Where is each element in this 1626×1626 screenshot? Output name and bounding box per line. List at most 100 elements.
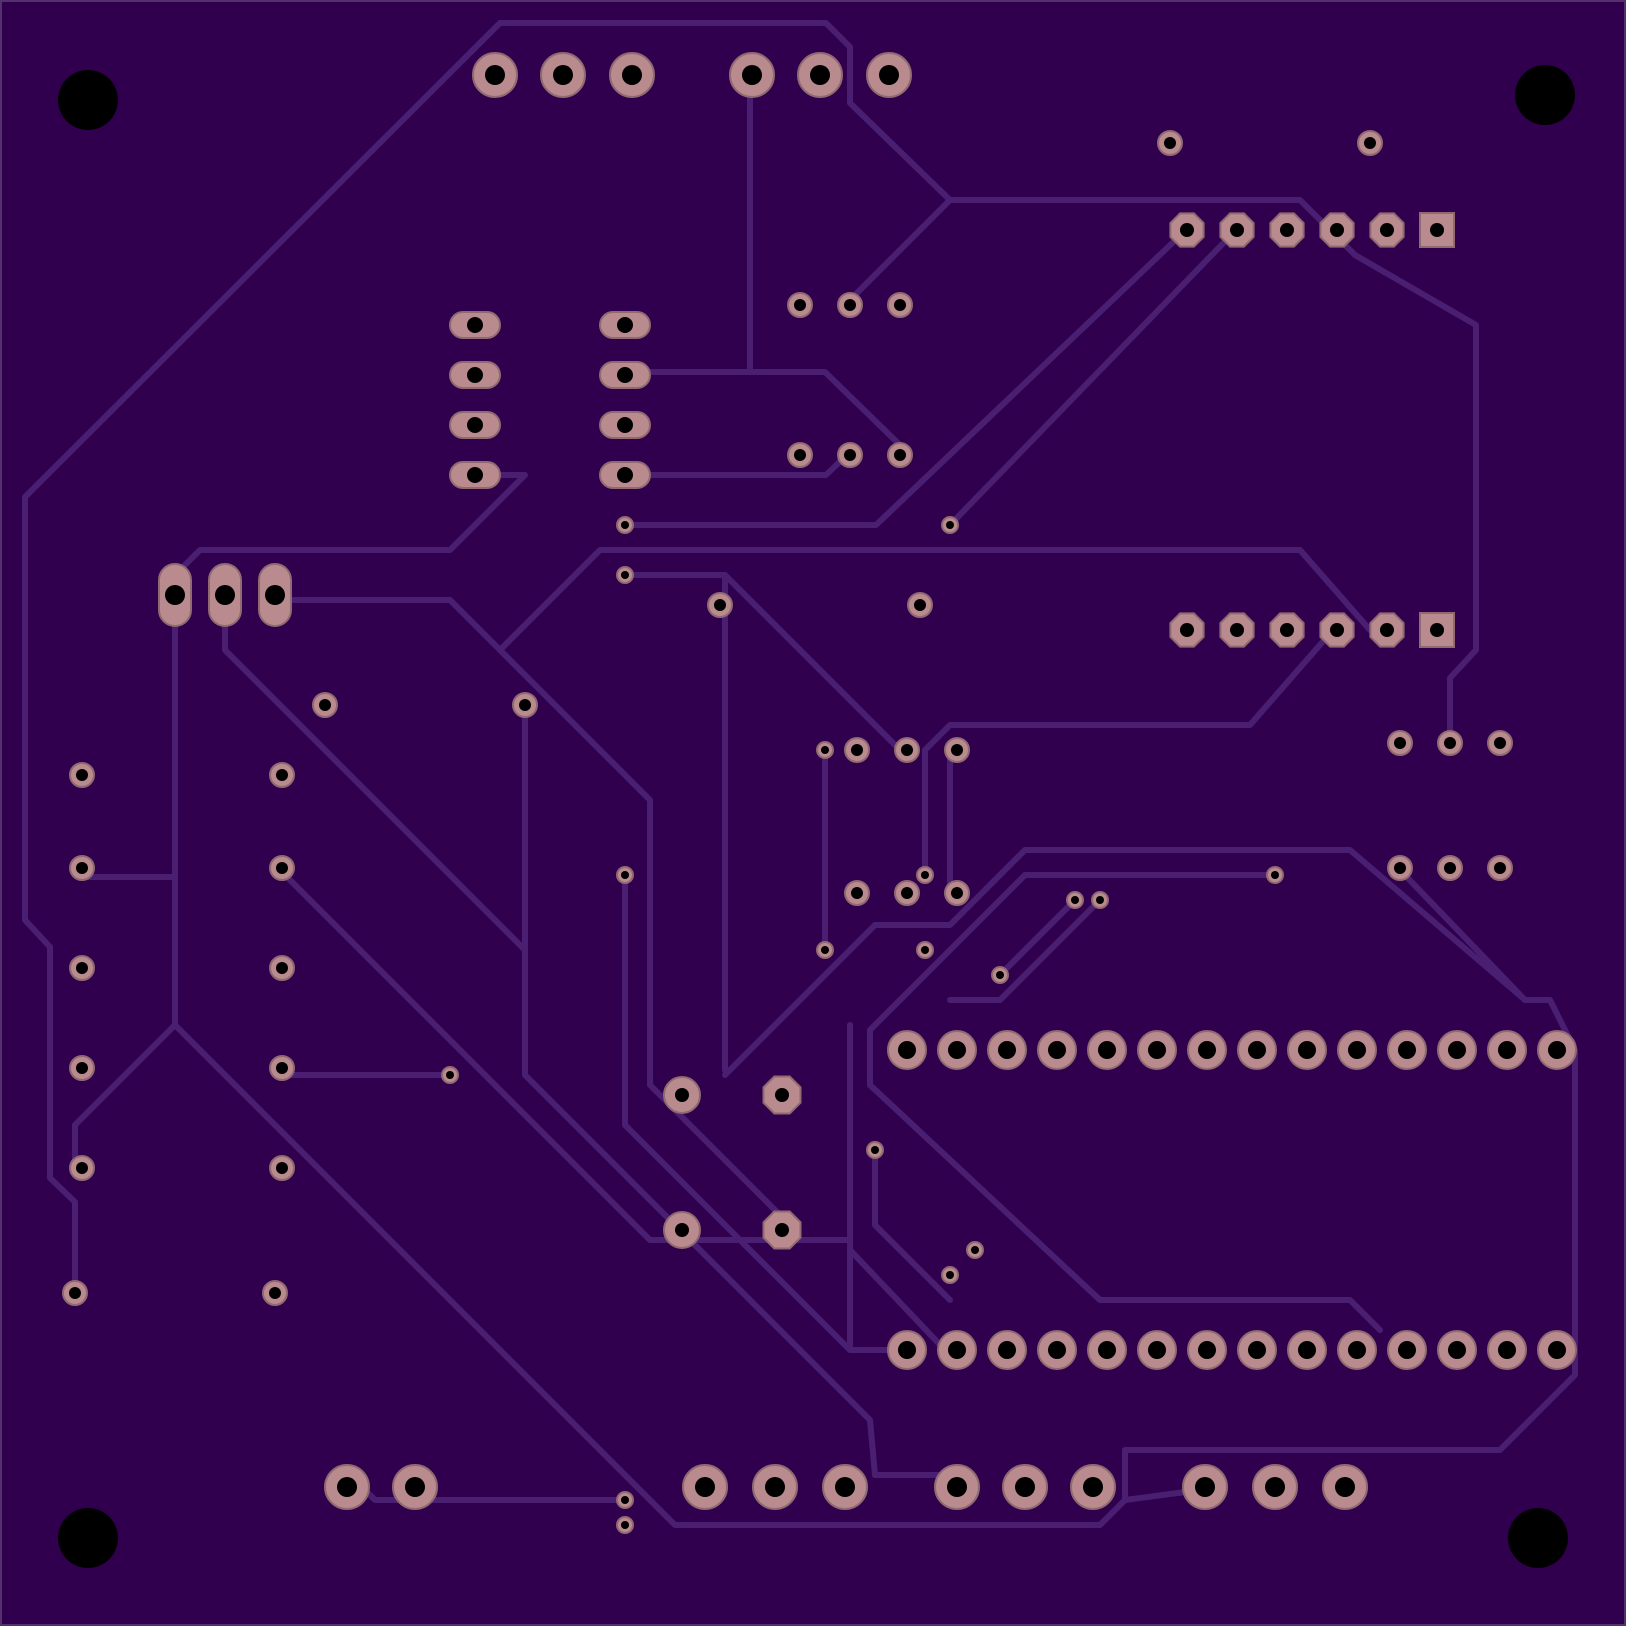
drill-hole	[1098, 1041, 1116, 1059]
drill-hole	[1430, 623, 1444, 637]
drill-hole	[276, 862, 288, 874]
mounting-hole	[1508, 1508, 1568, 1568]
drill-hole	[1348, 1041, 1366, 1059]
drill-hole	[1198, 1041, 1216, 1059]
drill-hole	[215, 585, 235, 605]
drill-hole	[621, 521, 629, 529]
drill-hole	[276, 769, 288, 781]
drill-hole	[76, 1062, 88, 1074]
drill-hole	[617, 417, 633, 433]
drill-hole	[871, 1146, 879, 1154]
drill-hole	[165, 585, 185, 605]
drill-hole	[844, 449, 856, 461]
drill-hole	[69, 1287, 81, 1299]
drill-hole	[821, 946, 829, 954]
drill-hole	[519, 699, 531, 711]
drill-hole	[269, 1287, 281, 1299]
copper-trace	[867, 872, 1383, 1333]
drill-hole	[898, 1341, 916, 1359]
drill-hole	[675, 1223, 689, 1237]
drill-hole	[851, 887, 863, 899]
drill-hole	[1015, 1477, 1035, 1497]
copper-trace	[627, 369, 903, 448]
drill-hole	[901, 744, 913, 756]
drill-hole	[1335, 1477, 1355, 1497]
drill-hole	[553, 65, 573, 85]
drill-hole	[948, 1341, 966, 1359]
drill-hole	[1248, 1041, 1266, 1059]
drill-hole	[998, 1041, 1016, 1059]
drill-hole	[794, 449, 806, 461]
drill-hole	[1198, 1341, 1216, 1359]
copper-trace	[947, 897, 1103, 1003]
drill-hole	[276, 1162, 288, 1174]
drill-hole	[775, 1088, 789, 1102]
drill-hole	[1448, 1341, 1466, 1359]
drill-hole	[1230, 223, 1244, 237]
drill-hole	[1248, 1341, 1266, 1359]
drill-hole	[821, 746, 829, 754]
drill-hole	[898, 1041, 916, 1059]
drill-hole	[810, 65, 830, 85]
drill-hole	[485, 65, 505, 85]
drill-hole	[1096, 896, 1104, 904]
drill-hole	[1180, 223, 1194, 237]
drill-hole	[901, 887, 913, 899]
drill-hole	[714, 599, 726, 611]
mounting-holes	[58, 65, 1575, 1568]
drill-hole	[617, 467, 633, 483]
drill-hole	[1071, 896, 1079, 904]
drill-hole	[879, 65, 899, 85]
drill-hole	[276, 1062, 288, 1074]
drill-hole	[971, 1246, 979, 1254]
copper-trace	[722, 847, 1528, 1078]
drill-hole	[1195, 1477, 1215, 1497]
drill-hole	[1394, 737, 1406, 749]
drill-hole	[1180, 623, 1194, 637]
drill-hole	[1498, 1041, 1516, 1059]
drill-hole	[405, 1477, 425, 1497]
drill-hole	[467, 317, 483, 333]
drill-hole	[76, 769, 88, 781]
drill-hole	[1380, 223, 1394, 237]
drill-hole	[319, 699, 331, 711]
copper-trace	[277, 597, 783, 1218]
drill-hole	[1148, 1341, 1166, 1359]
drill-hole	[1398, 1041, 1416, 1059]
drill-hole	[695, 1477, 715, 1497]
copper-trace	[847, 1022, 948, 1353]
copper-trace	[627, 227, 1189, 528]
drill-hole	[765, 1477, 785, 1497]
drill-hole	[1271, 871, 1279, 879]
drill-hole	[835, 1477, 855, 1497]
drill-hole	[467, 417, 483, 433]
copper-trace	[172, 472, 528, 1028]
drill-hole	[1494, 737, 1506, 749]
drill-hole	[1548, 1341, 1566, 1359]
copper-trace	[997, 897, 1078, 978]
copper-trace	[522, 707, 963, 1478]
drill-hole	[894, 449, 906, 461]
copper-trace	[72, 1022, 178, 1173]
drill-hole	[1330, 623, 1344, 637]
drill-hole	[622, 65, 642, 85]
drill-hole	[1280, 623, 1294, 637]
drill-hole	[1098, 1341, 1116, 1359]
copper-trace	[277, 867, 853, 1353]
drill-hole	[621, 1521, 629, 1529]
copper-trace	[497, 547, 1373, 653]
drill-hole	[1548, 1041, 1566, 1059]
drill-hole	[76, 862, 88, 874]
copper-trace	[922, 627, 1336, 753]
drill-hole	[1298, 1041, 1316, 1059]
drill-hole	[1494, 862, 1506, 874]
drill-hole	[1330, 223, 1344, 237]
drill-hole	[1364, 137, 1376, 149]
drill-hole	[621, 1496, 629, 1504]
drill-hole	[894, 299, 906, 311]
copper-trace	[722, 572, 898, 748]
drill-hole	[951, 887, 963, 899]
drill-hole	[921, 871, 929, 879]
copper-trace	[847, 197, 953, 303]
